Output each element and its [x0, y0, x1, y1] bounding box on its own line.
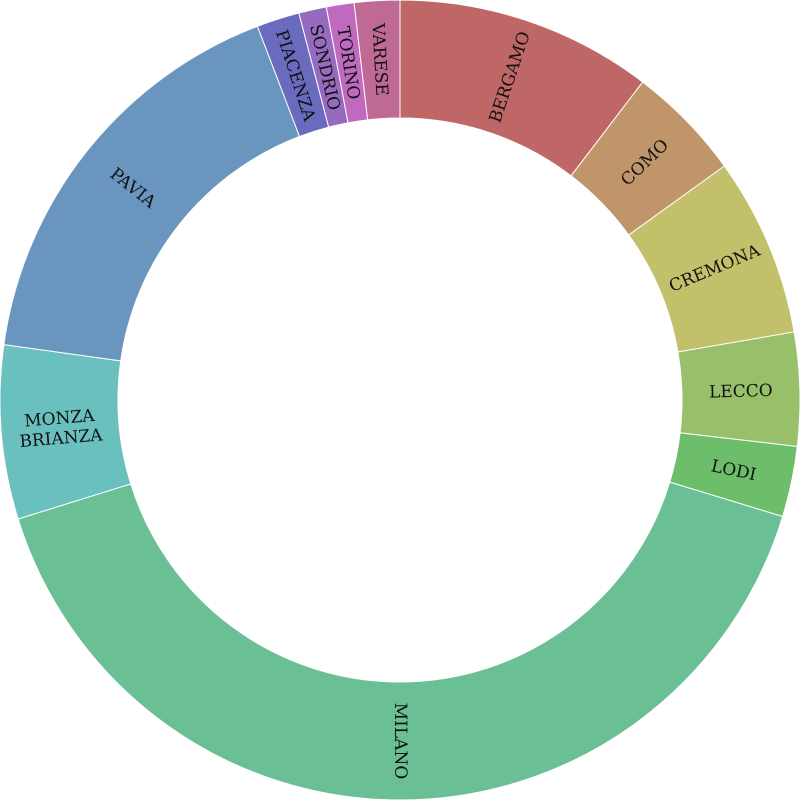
slice-varese[interactable]	[353, 0, 401, 121]
slice-label-lecco: LECCO	[709, 381, 773, 403]
slice-label-monza-brianza: MONZABRIANZA	[17, 405, 104, 452]
slice-label-varese: VARESE	[367, 22, 391, 97]
slice-milano[interactable]	[17, 481, 784, 800]
slice-label-milano: MILANO	[390, 703, 410, 780]
